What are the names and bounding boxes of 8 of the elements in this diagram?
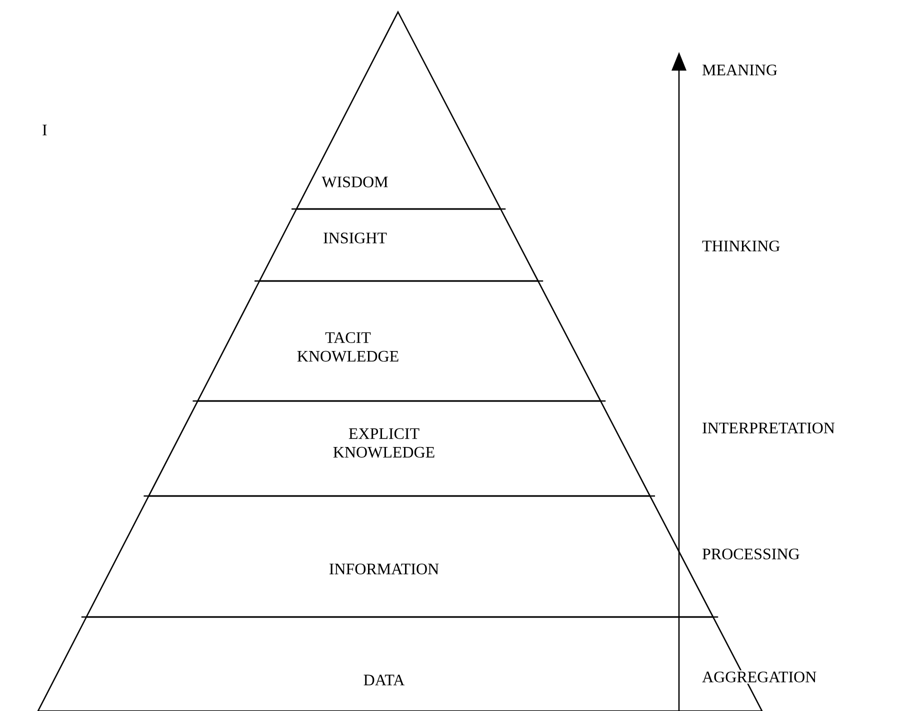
- pyramid-layer: EXPLICIT KNOWLEDGE: [144, 400, 655, 497]
- pyramid-layer: INSIGHT: [254, 208, 544, 282]
- side-label: MEANING: [700, 63, 779, 77]
- side-label: I: [40, 123, 49, 137]
- side-label: THINKING: [700, 239, 782, 253]
- side-label: AGGREGATION: [700, 670, 818, 684]
- pyramid-layer: TACIT KNOWLEDGE: [192, 280, 606, 402]
- side-label: INTERPRETATION: [700, 421, 836, 435]
